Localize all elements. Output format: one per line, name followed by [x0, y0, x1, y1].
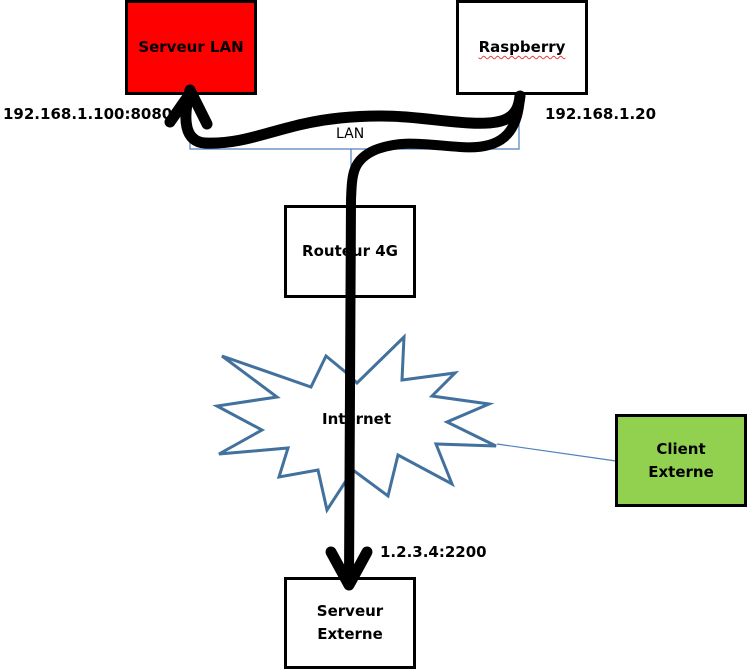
lan-bus-line: [189, 115, 520, 150]
client-externe-label-line2: Externe: [648, 462, 714, 481]
serveur-externe-box: Serveur Externe: [284, 577, 416, 669]
internet-cloud-shape: [212, 333, 497, 514]
lan-label: LAN: [336, 126, 365, 142]
external-address-label: 1.2.3.4:2200: [380, 543, 487, 561]
serveur-lan-label: Serveur LAN: [138, 38, 244, 56]
arrowhead-serveur-lan: [164, 86, 213, 130]
serveur-externe-label-line2: Externe: [317, 625, 383, 643]
raspberry-address-label: 192.168.1.20: [545, 105, 657, 123]
arrow-raspberry-to-serveur-externe: [344, 91, 525, 585]
internet-client-link: [496, 443, 617, 462]
arrowhead-serveur-externe: [325, 546, 373, 591]
client-externe-label-line1: Client: [656, 439, 706, 458]
internet-label: Internet: [322, 410, 392, 428]
serveur-externe-label-line1: Serveur: [316, 602, 384, 620]
serveur-lan-address-label: 192.168.1.100:8080: [3, 105, 173, 123]
client-externe-box: Client Externe: [615, 414, 747, 507]
arrow-raspberry-to-serveur-lan: [180, 84, 526, 149]
raspberry-label: Raspberry: [478, 38, 566, 56]
serveur-lan-box: Serveur LAN: [125, 0, 257, 95]
